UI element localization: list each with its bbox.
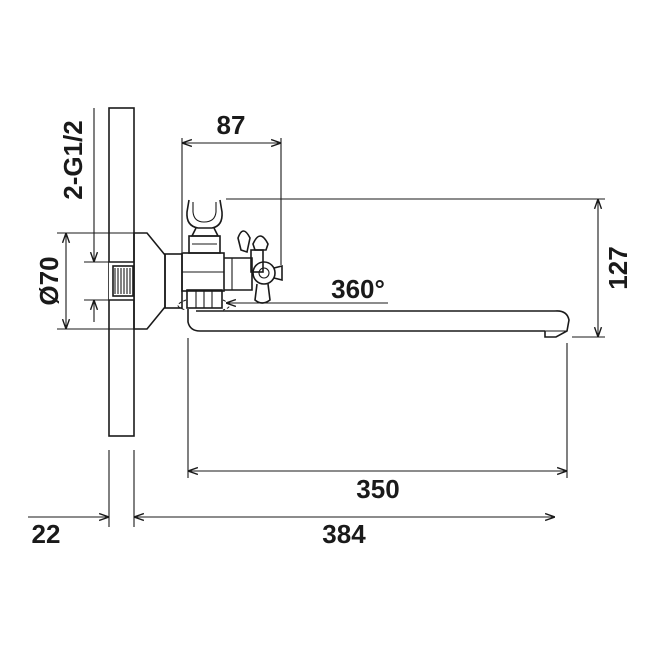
dimension-diameter: Ø70 — [34, 232, 134, 330]
dimension-diameter-label: Ø70 — [34, 256, 64, 305]
faucet-body — [133, 199, 283, 330]
dimension-384: 384 — [134, 517, 555, 549]
dimension-thread-label: 2-G1/2 — [58, 120, 88, 200]
dimension-22-label: 22 — [32, 519, 61, 549]
dimension-127: 127 — [226, 198, 633, 338]
dimension-127-label: 127 — [603, 246, 633, 289]
dimension-87: 87 — [181, 110, 282, 265]
spout — [187, 309, 570, 338]
dimension-thread: 2-G1/2 — [58, 108, 109, 322]
dimension-22: 22 — [28, 517, 160, 549]
dimension-384-label: 384 — [322, 519, 366, 549]
wall-section — [108, 107, 135, 437]
dimension-360: 360° — [226, 274, 388, 304]
dimension-360-label: 360° — [331, 274, 385, 304]
dimension-87-label: 87 — [217, 110, 246, 140]
dimension-350: 350 — [187, 338, 568, 504]
dimension-350-label: 350 — [356, 474, 399, 504]
